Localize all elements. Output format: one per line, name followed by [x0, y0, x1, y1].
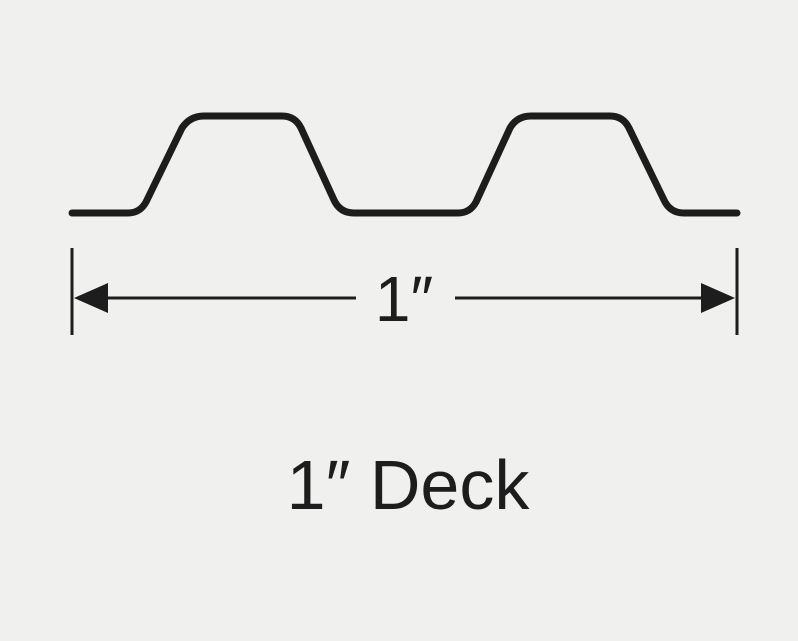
deck-profile-outline [68, 112, 741, 217]
dimension-label: 1″ [375, 263, 433, 335]
arrowhead-right-icon [701, 283, 735, 313]
diagram-caption: 1″ Deck [287, 446, 531, 524]
arrowhead-left-icon [74, 283, 108, 313]
